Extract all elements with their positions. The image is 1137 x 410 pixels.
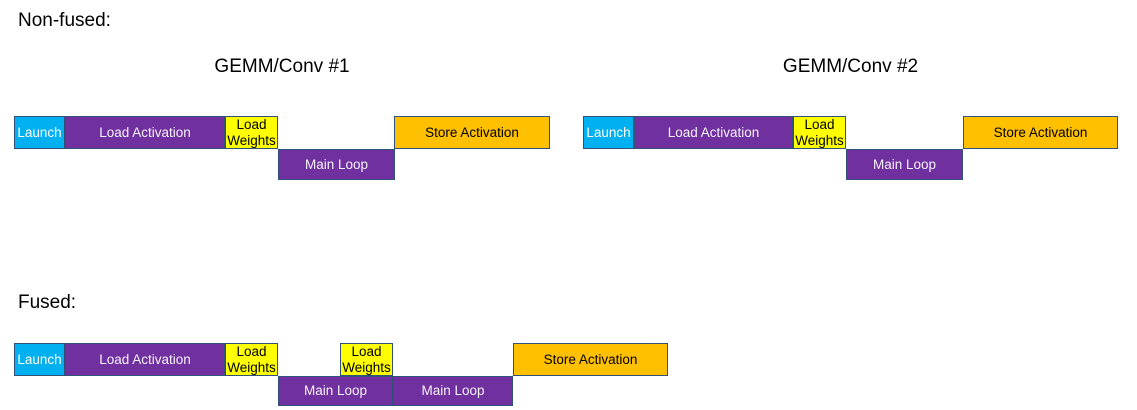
nonfused2-main-loop-block: Main Loop	[846, 149, 963, 180]
nonfused2-load-weights-block: Load Weights	[793, 116, 846, 149]
fused-main-loop-2-block: Main Loop	[393, 376, 513, 406]
nonfused2-load-activation-block: Load Activation	[634, 116, 793, 149]
fused-store-activation-block: Store Activation	[513, 343, 668, 376]
nonfused2-launch-block: Launch	[583, 116, 634, 149]
nonfused1-store-activation-block: Store Activation	[394, 116, 550, 149]
fused-load-activation-block: Load Activation	[65, 343, 225, 376]
fused-load-weights-2-block: Load Weights	[340, 343, 393, 376]
nonfused2-store-activation-block: Store Activation	[963, 116, 1118, 149]
nonfused1-load-weights-block: Load Weights	[225, 116, 278, 149]
fused-section-label: Fused:	[18, 292, 77, 313]
fused-launch-block: Launch	[14, 343, 65, 376]
nonfused1-main-loop-block: Main Loop	[278, 149, 395, 180]
fused-load-weights-1-block: Load Weights	[225, 343, 278, 376]
gemm-conv-1-title: GEMM/Conv #1	[214, 56, 350, 77]
fused-main-loop-1-block: Main Loop	[278, 376, 393, 406]
nonfused1-launch-block: Launch	[14, 116, 65, 149]
nonfused1-load-activation-block: Load Activation	[65, 116, 225, 149]
nonfused-section-label: Non-fused:	[18, 10, 111, 31]
gemm-conv-2-title: GEMM/Conv #2	[782, 56, 919, 77]
